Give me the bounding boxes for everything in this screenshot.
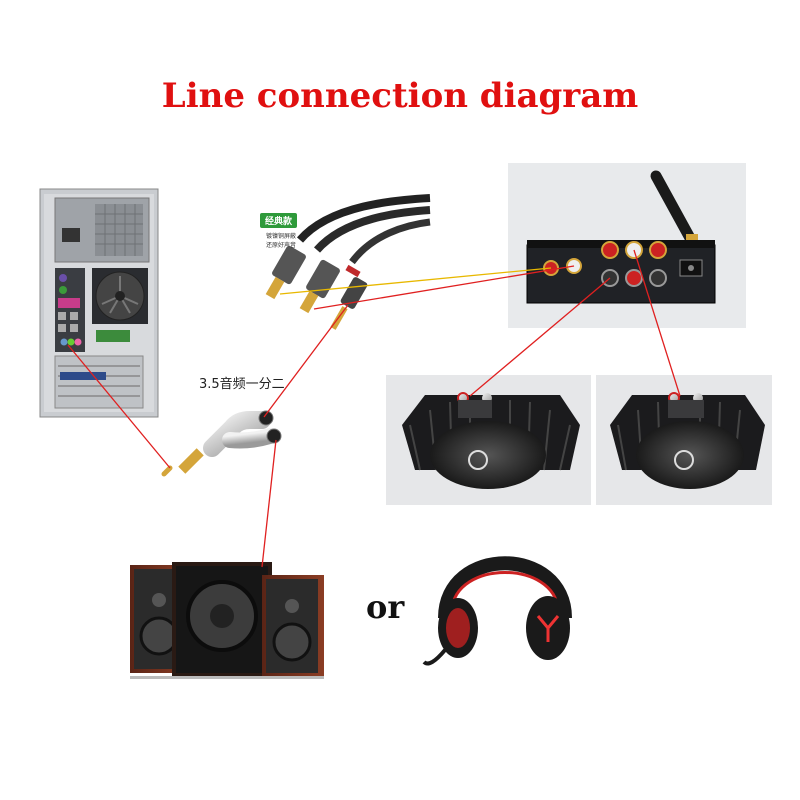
wire-splitter-to-rca-3p5 <box>264 305 348 417</box>
amplifier-photo <box>508 163 746 328</box>
psu-fan-grille-icon <box>95 204 143 256</box>
passive-speaker-left <box>386 375 591 505</box>
or-separator: or <box>366 588 404 626</box>
bookshelf-speakers-photo <box>130 562 324 679</box>
case-fan-icon <box>92 268 148 324</box>
audio-output-jack <box>61 339 82 346</box>
gaming-headset-icon <box>424 563 570 663</box>
audio-splitter-adapter <box>164 411 281 474</box>
cable-feature-text: 镀镍铜屏蔽 <box>266 231 296 240</box>
cable-feature-text: 还原好声音 <box>266 240 296 249</box>
power-socket-icon <box>680 260 702 276</box>
splitter-caption: 3.5音频一分二 <box>199 373 285 392</box>
wire-splitter-to-speakers <box>262 440 276 567</box>
speaker-terminal-icon <box>602 270 666 286</box>
cable-product-badge: 经典款 <box>260 213 297 228</box>
rca-plug-icon <box>266 245 307 299</box>
passive-speaker-right <box>596 375 772 505</box>
